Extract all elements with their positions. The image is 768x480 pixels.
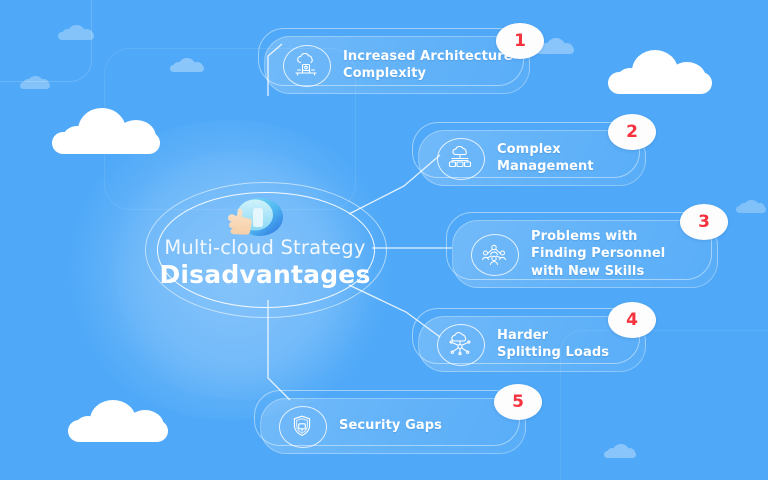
card-3-line1: Problems with — [531, 229, 638, 245]
card-4-text: Harder Splitting Loads — [497, 327, 609, 362]
badge-2: 2 — [608, 114, 656, 150]
cloud-small-top — [58, 25, 94, 40]
center-ring-inner — [157, 192, 375, 308]
badge-3: 3 — [680, 204, 728, 240]
center-title-line2: Disadvantages — [159, 260, 371, 289]
card-5-text: Security Gaps — [339, 417, 442, 434]
cloud-load-balancer-icon — [437, 324, 485, 366]
card-4-line2: Splitting Loads — [497, 345, 610, 360]
card-3-line2: Finding Personnel — [531, 246, 666, 262]
cloud-network-nodes-icon — [437, 138, 485, 180]
cloud-large-left — [52, 108, 160, 154]
ghost-panel-right — [560, 330, 768, 480]
badge-1: 1 — [496, 23, 544, 59]
card-1[interactable]: Increased Architecture Complexity — [264, 36, 530, 94]
card-2-line1: Complex — [497, 141, 561, 157]
card-5[interactable]: Security Gaps — [260, 398, 526, 454]
shield-lock-icon — [279, 406, 327, 448]
cloud-small-topright — [536, 38, 574, 54]
card-outline-3 — [446, 212, 712, 280]
cloud-small-midright — [736, 200, 766, 213]
center-ring-outer — [145, 182, 387, 318]
thumbs-down-cloud-icon — [224, 196, 286, 242]
card-1-text: Increased Architecture Complexity — [343, 48, 513, 83]
card-2[interactable]: Complex Management — [418, 130, 646, 186]
center-title-line1: Multi-cloud Strategy — [164, 236, 366, 259]
people-group-network-icon — [471, 234, 519, 276]
card-5-line1: Security Gaps — [339, 418, 443, 434]
card-2-text: Complex Management — [497, 141, 594, 176]
cloud-small-bottomleft — [20, 76, 50, 89]
cloud-small-topmid — [170, 58, 204, 72]
card-4-line1: Harder — [497, 327, 549, 343]
ghost-panel-topleft — [0, 0, 92, 82]
card-1-line1: Increased Architecture — [343, 48, 513, 64]
cloud-small-bottom — [604, 444, 636, 458]
center-title: Multi-cloud Strategy Disadvantages — [115, 236, 415, 290]
badge-5: 5 — [494, 384, 542, 420]
card-1-line2: Complexity — [343, 66, 427, 81]
card-3-text: Problems with Finding Personnel with New… — [531, 228, 665, 280]
badge-3-number: 3 — [698, 212, 710, 232]
badge-4-number: 4 — [626, 310, 638, 330]
cloud-server-icon — [283, 45, 331, 87]
badge-1-number: 1 — [514, 31, 526, 51]
cloud-large-bottomleft — [68, 400, 168, 442]
card-2-line2: Management — [497, 159, 594, 174]
badge-5-number: 5 — [512, 392, 524, 412]
badge-2-number: 2 — [626, 122, 638, 142]
card-3-line3: with New Skills — [531, 263, 645, 279]
badge-4: 4 — [608, 302, 656, 338]
card-3[interactable]: Problems with Finding Personnel with New… — [452, 220, 718, 288]
card-4[interactable]: Harder Splitting Loads — [418, 316, 646, 372]
connector-5 — [267, 300, 291, 401]
cloud-large-right — [608, 50, 712, 94]
